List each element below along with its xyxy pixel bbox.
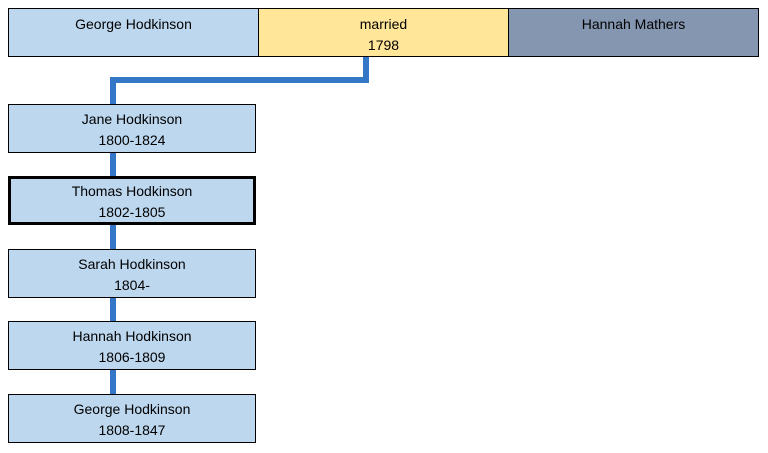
marriage-box[interactable]: married 1798 [258,8,509,57]
connector-horizontal [110,77,369,83]
person-name: Sarah Hodkinson [78,256,186,272]
person-box-father[interactable]: George Hodkinson [8,8,259,57]
person-name: George Hodkinson [75,16,192,32]
person-dates: 1804- [114,277,150,293]
person-name: Thomas Hodkinson [71,183,193,199]
person-name: Hannah Hodkinson [72,328,192,344]
person-dates: 1800-1824 [98,132,166,148]
connector-marriage-drop [363,56,369,83]
person-dates: 1806-1809 [98,349,166,365]
marriage-label: married [359,16,408,32]
marriage-year: 1798 [367,37,400,53]
person-dates: 1808-1847 [98,422,166,438]
parents-row: George Hodkinson married 1798 Hannah Mat… [8,8,759,57]
person-name: George Hodkinson [73,401,191,417]
person-box-sarah-hodkinson[interactable]: Sarah Hodkinson 1804- [8,249,256,298]
person-box-thomas-hodkinson[interactable]: Thomas Hodkinson 1802-1805 [8,176,256,225]
person-box-george-hodkinson-jr[interactable]: George Hodkinson 1808-1847 [8,394,256,443]
person-box-jane-hodkinson[interactable]: Jane Hodkinson 1800-1824 [8,104,256,153]
person-dates: 1802-1805 [98,204,166,220]
connector-descendants-vertical [110,77,116,395]
person-box-hannah-hodkinson[interactable]: Hannah Hodkinson 1806-1809 [8,321,256,370]
person-name: Jane Hodkinson [81,111,183,127]
person-name: Hannah Mathers [581,16,686,32]
person-box-mother[interactable]: Hannah Mathers [508,8,759,57]
